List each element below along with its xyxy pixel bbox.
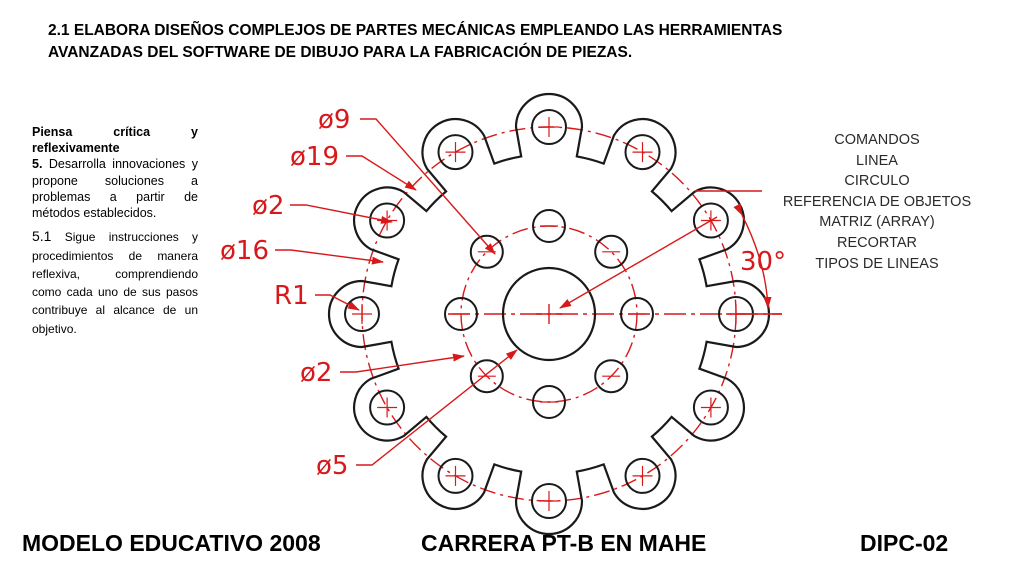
dim-label-d5: ø5 — [316, 451, 348, 481]
dim-label-d16: ø16 — [220, 236, 269, 266]
leader-d16 — [275, 249, 384, 265]
leader-d2-top — [290, 204, 393, 224]
footer-code: DIPC-02 — [860, 530, 949, 556]
leader-d2-bottom — [340, 353, 465, 373]
dim-label-d2-bottom: ø2 — [300, 358, 332, 388]
inner-hole — [594, 359, 629, 394]
inner-hole — [594, 234, 629, 269]
command-item: CIRCULO — [844, 173, 910, 190]
dim-label-d19: ø19 — [290, 142, 339, 172]
outer-hole — [624, 457, 661, 494]
outer-hole — [437, 134, 474, 171]
footer-model: MODELO EDUCATIVO 2008 — [22, 530, 321, 556]
command-item: LINEA — [856, 152, 898, 169]
command-item: REFERENCIA DE OBJETOS — [782, 193, 972, 210]
point-5-text: Desarrolla innovaciones y propone soluci… — [32, 157, 198, 221]
outer-hole — [692, 202, 729, 239]
competency-point-5-1: 5.1 Sigue instrucciones y procedimientos… — [32, 227, 198, 338]
competency-point-5: 5. Desarrolla innovaciones y propone sol… — [32, 156, 198, 221]
inner-hole — [532, 209, 566, 243]
header-line-2: AVANZADAS DEL SOFTWARE DE DIBUJO PARA LA… — [48, 44, 633, 61]
outer-hole — [624, 134, 661, 171]
competency-text: Piensa crítica y reflexivamente 5. Desar… — [32, 124, 198, 338]
outer-hole — [344, 296, 380, 332]
point-5-1-text: Sigue instrucciones y procedimientos de … — [32, 230, 199, 336]
inner-hole — [469, 359, 504, 394]
inner-hole — [444, 297, 478, 331]
dim-label-angle: 30° — [740, 247, 786, 277]
point-5-number: 5. — [32, 157, 43, 172]
inner-hole — [620, 297, 654, 331]
inner-hole-group — [444, 209, 654, 419]
radial-line-30deg — [559, 216, 718, 309]
outer-hole — [369, 389, 406, 426]
gear-outline — [327, 92, 771, 536]
command-item: MATRIZ (ARRAY) — [819, 214, 935, 231]
outer-hole — [369, 202, 406, 239]
command-item: RECORTAR — [836, 234, 918, 251]
header-line-1: 2.1 ELABORA DISEÑOS COMPLEJOS DE PARTES … — [48, 22, 783, 39]
outer-hole — [531, 483, 567, 519]
command-item: TIPOS DE LINEAS — [815, 255, 939, 272]
commands-title: COMANDOS — [834, 132, 920, 148]
outer-hole — [692, 389, 729, 426]
leader-d5 — [356, 349, 518, 466]
central-bore — [501, 266, 597, 362]
angle-arc — [733, 203, 772, 309]
dim-label-d2-top: ø2 — [252, 191, 284, 221]
competency-heading: Piensa crítica y reflexivamente — [32, 125, 198, 156]
outer-hole — [531, 109, 567, 145]
footer-career: CARRERA PT-B EN MAHE — [421, 530, 707, 556]
point-5-1-number: 5.1 — [32, 228, 52, 245]
page-header: 2.1 ELABORA DISEÑOS COMPLEJOS DE PARTES … — [48, 20, 988, 64]
leader-d19 — [346, 155, 417, 191]
outer-hole — [437, 457, 474, 494]
outer-hole-group — [344, 109, 754, 519]
dim-label-r1: R1 — [274, 281, 309, 311]
dim-label-d9: ø9 — [318, 105, 350, 135]
commands-list: COMANDOS LINEA CIRCULO REFERENCIA DE OBJ… — [760, 130, 994, 274]
inner-hole — [469, 234, 504, 269]
inner-hole — [532, 385, 566, 419]
leader-r1 — [315, 294, 360, 311]
leader-d9 — [360, 118, 496, 255]
